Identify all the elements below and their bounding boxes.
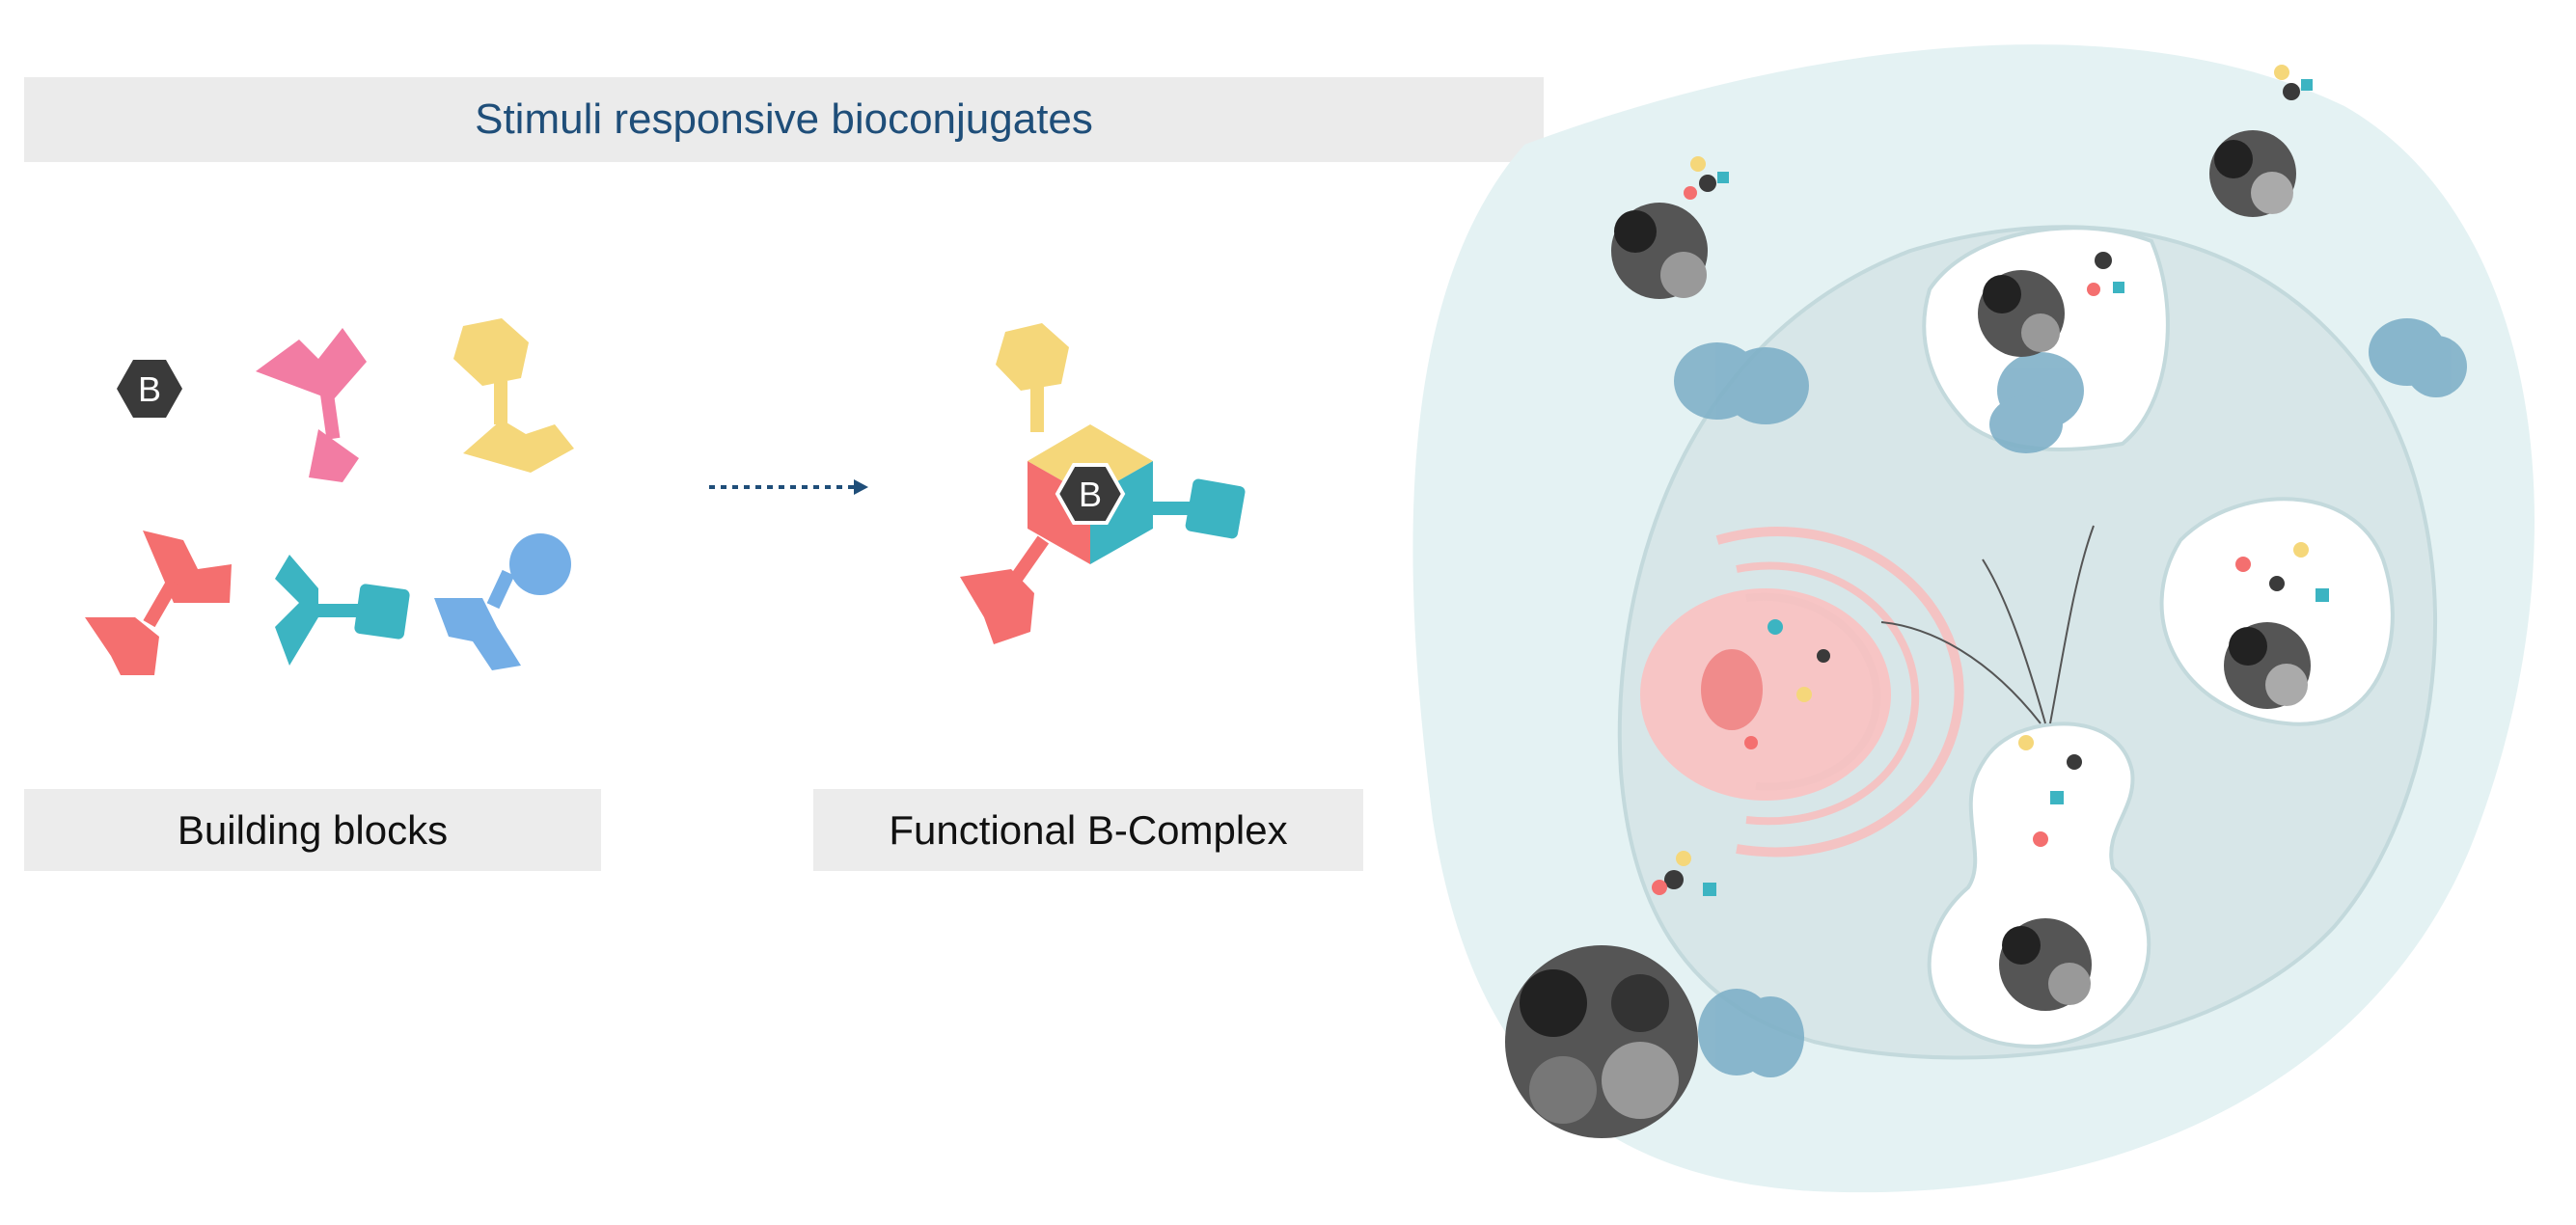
teal-block-icon (275, 555, 410, 666)
blue-block-icon (434, 533, 571, 670)
dotted-arrow-icon (709, 479, 868, 495)
building-blocks-text: Building blocks (177, 806, 449, 853)
yellow-block-icon (453, 318, 574, 473)
badge-letter: B (1079, 475, 1102, 514)
boron-badge-icon: B (117, 360, 182, 418)
pink-block-icon (256, 328, 367, 482)
functional-complex-text: Functional B-Complex (889, 806, 1288, 853)
functional-complex-label: Functional B-Complex (813, 789, 1363, 871)
nanoparticle-icon (1505, 130, 2311, 1138)
conjugate-icon (1652, 65, 2329, 896)
title-banner: Stimuli responsive bioconjugates (24, 77, 1544, 162)
coral-block-icon (85, 531, 232, 675)
cell-illustration (1412, 44, 2535, 1193)
receptor-icon (1674, 318, 2467, 1077)
badge-letter: B (138, 369, 161, 409)
building-blocks-label: Building blocks (24, 789, 601, 871)
functional-complex-icon: B (960, 323, 1246, 644)
page-title: Stimuli responsive bioconjugates (475, 95, 1093, 143)
